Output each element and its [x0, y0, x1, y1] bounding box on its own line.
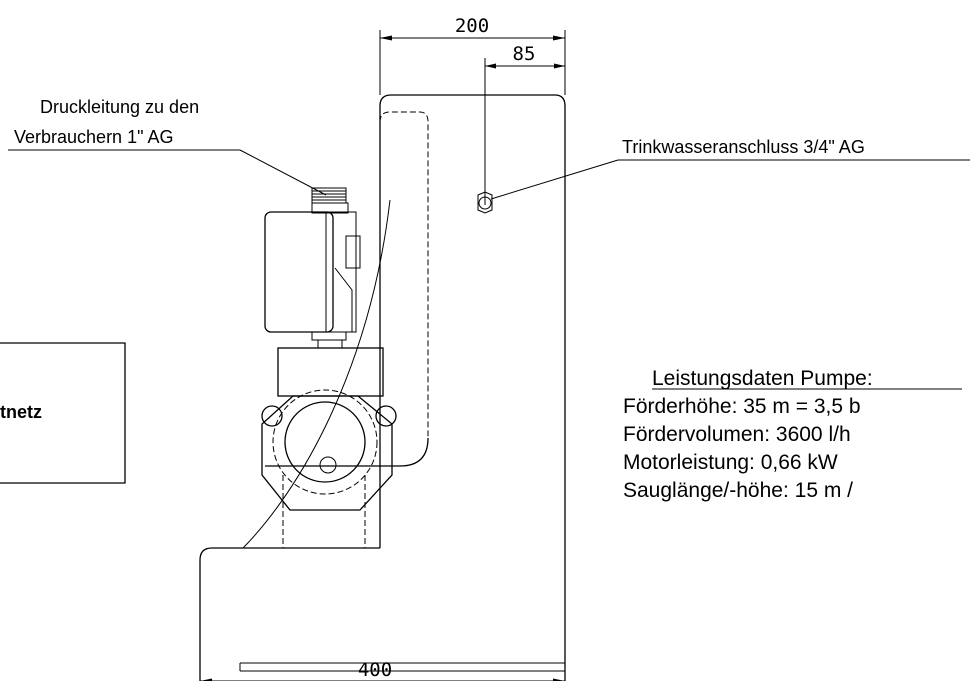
base-plate — [199, 437, 565, 681]
performance-line: Förderhöhe: 35 m = 3,5 b — [623, 395, 861, 418]
performance-heading: Leistungsdaten Pumpe: — [652, 367, 873, 390]
dimension-200: 200 — [379, 15, 566, 95]
dimension-85: 85 — [484, 43, 565, 205]
pressure-line-label-line1: Druckleitung zu den — [40, 97, 199, 117]
pressure-switch — [264, 187, 361, 333]
pressure-line-callout: Druckleitung zu den Verbrauchern 1" AG — [8, 97, 327, 196]
drinking-water-inlet — [477, 191, 493, 214]
suction-line — [242, 199, 391, 549]
supply-network-label: tnetz — [0, 402, 42, 422]
dimension-200-label: 200 — [455, 15, 489, 37]
pump-body — [261, 347, 397, 548]
drinking-water-callout: Trinkwasseranschluss 3/4" AG — [490, 137, 970, 200]
pump-performance-data: Leistungsdaten Pumpe: Förderhöhe: 35 m =… — [623, 367, 962, 502]
pressure-line-label-line2: Verbrauchern 1" AG — [14, 127, 174, 147]
performance-line: Sauglänge/-höhe: 15 m / — [623, 479, 853, 502]
dimension-400: 400 — [200, 659, 565, 681]
supply-network-box: tnetz — [0, 342, 126, 484]
performance-line: Motorleistung: 0,66 kW — [623, 451, 838, 474]
drinking-water-label: Trinkwasseranschluss 3/4" AG — [622, 137, 865, 157]
housing-outline — [379, 94, 566, 681]
switch-connector — [311, 331, 347, 349]
dimension-400-label: 400 — [358, 659, 392, 681]
dimension-85-label: 85 — [513, 43, 536, 65]
performance-line: Fördervolumen: 3600 l/h — [623, 423, 851, 446]
